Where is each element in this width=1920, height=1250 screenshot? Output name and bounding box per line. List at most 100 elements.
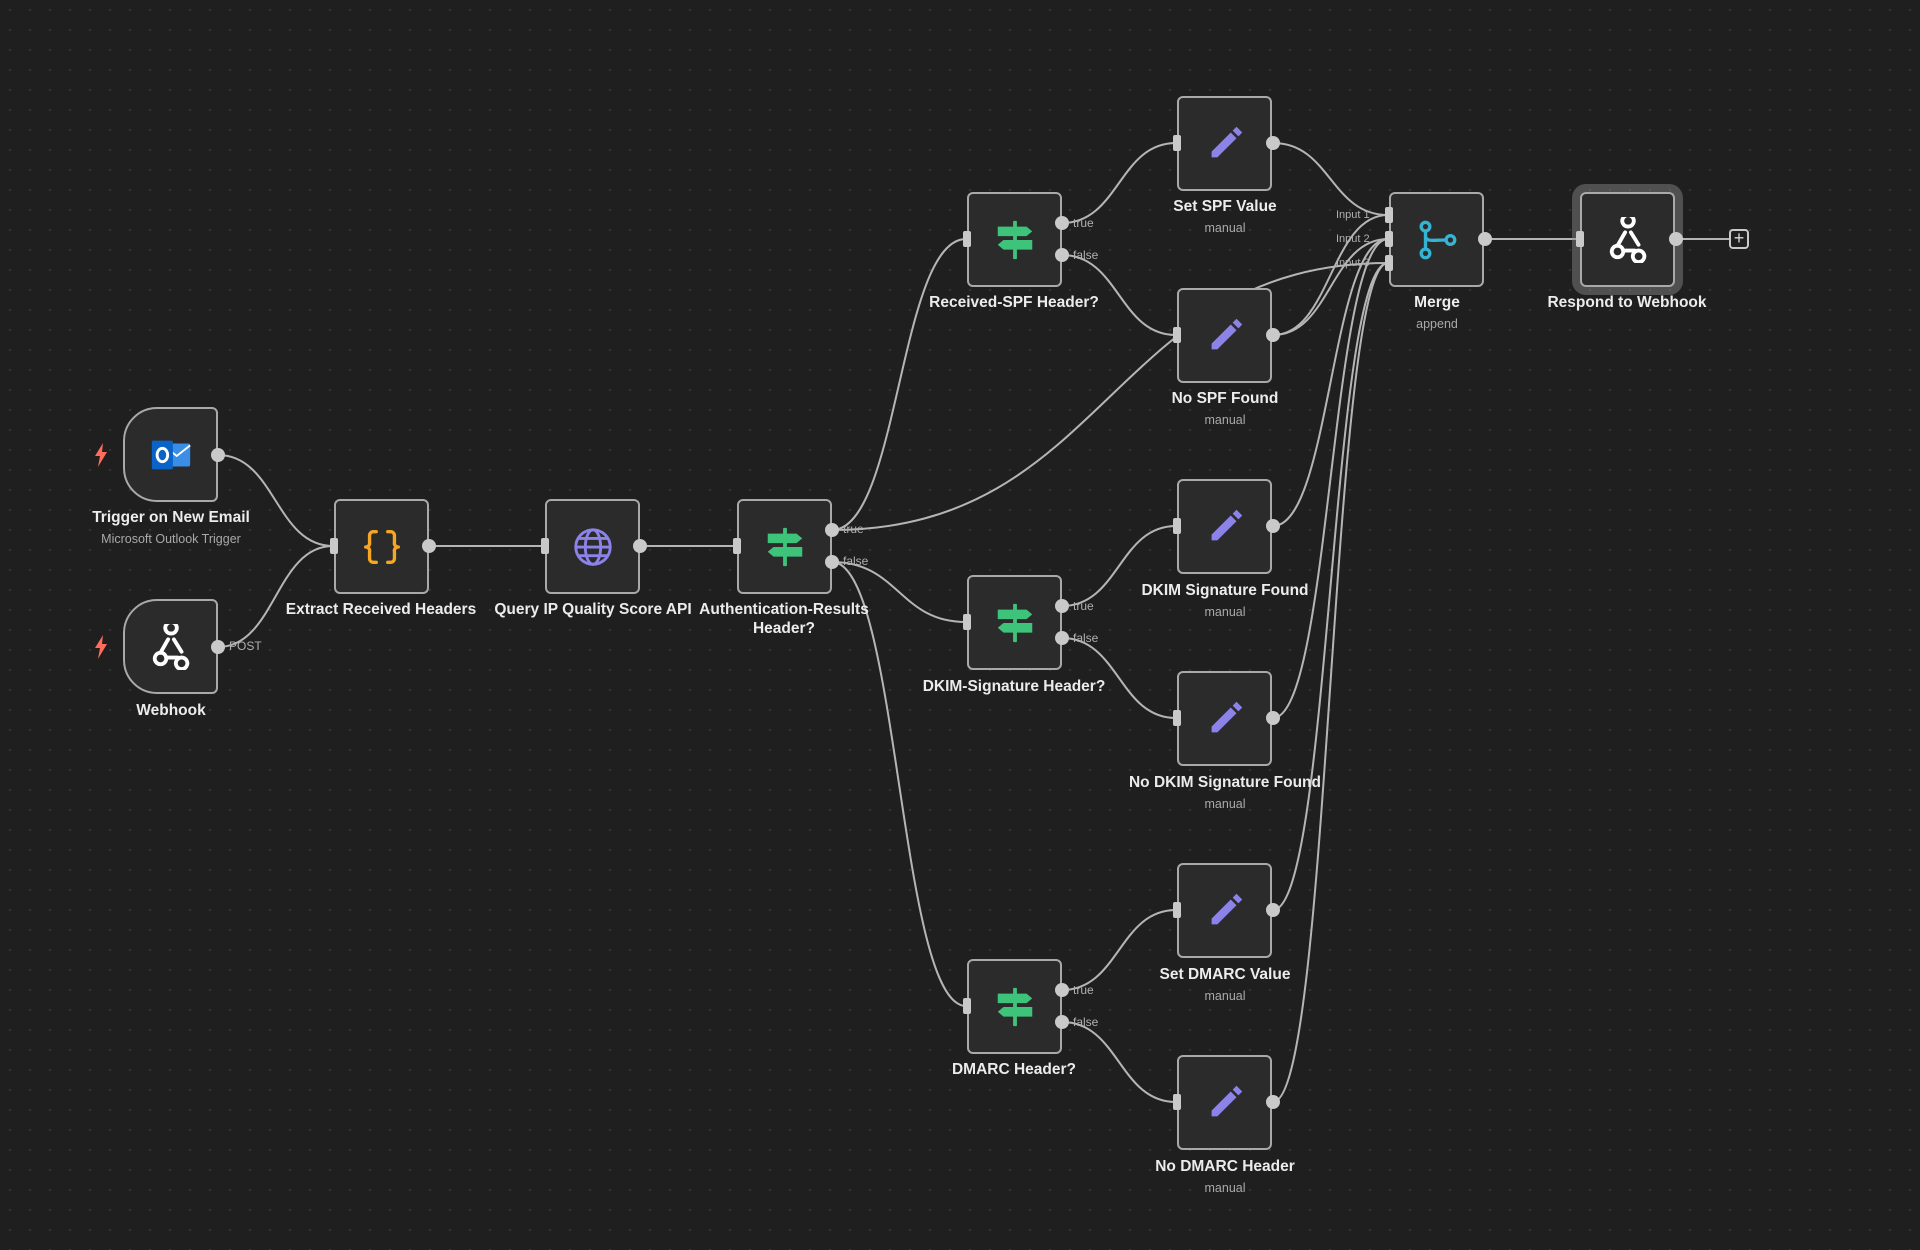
output-port[interactable] [1266,903,1280,917]
false-output-port[interactable] [825,555,839,569]
connection-line[interactable] [831,238,967,531]
node-label: Received-SPF Header? [929,294,1099,311]
outlook-icon [151,440,191,469]
node-label: No SPF Found [1171,390,1279,407]
true-branch-label: true [843,522,864,536]
node-no-spf-found[interactable] [1177,288,1272,383]
input-port[interactable] [1173,135,1181,151]
false-branch-label: false [843,554,869,568]
node-subtitle: append [1416,317,1458,331]
node-dkim-signature-header[interactable] [967,575,1062,670]
pencil-icon [1211,318,1242,349]
input-port[interactable] [1173,518,1181,534]
true-output-port[interactable] [825,523,839,537]
node-respond-to-webhook[interactable] [1580,192,1675,287]
true-branch-label: true [1073,599,1094,613]
node-label: DKIM Signature Found [1141,582,1309,599]
signpost-icon [997,987,1032,1026]
node-webhook[interactable] [123,599,218,694]
node-merge[interactable] [1389,192,1484,287]
true-output-port[interactable] [1055,983,1069,997]
true-branch-label: true [1073,216,1094,230]
pencil-icon [1211,1085,1242,1116]
connection-line[interactable] [217,545,334,648]
input-port[interactable] [1173,327,1181,343]
node-no-dmarc-header[interactable] [1177,1055,1272,1150]
globe-icon [573,527,612,566]
signpost-icon [997,603,1032,642]
input-port[interactable] [1173,902,1181,918]
node-label: Set SPF Value [1173,198,1277,215]
output-port[interactable] [1266,328,1280,342]
output-port[interactable] [1669,232,1683,246]
signpost-icon [997,220,1032,259]
node-query-ip-quality-score-api[interactable] [545,499,640,594]
input-port[interactable] [1576,231,1584,247]
output-port[interactable] [1266,1095,1280,1109]
node-received-spf-header[interactable] [967,192,1062,287]
node-label: Respond to Webhook [1547,294,1707,311]
node-dmarc-header[interactable] [967,959,1062,1054]
merge-input-label: Input 1 [1336,209,1370,221]
node-extract-received-headers[interactable] [334,499,429,594]
input-port[interactable] [733,538,741,554]
pencil-icon [1211,701,1242,732]
pencil-icon [1211,509,1242,540]
output-port[interactable] [1478,232,1492,246]
merge-input-1-port[interactable] [1385,207,1393,223]
pencil-icon [1211,126,1242,157]
node-label: No DKIM Signature Found [1128,774,1321,791]
node-dkim-signature-found[interactable] [1177,479,1272,574]
node-label: DKIM-Signature Header? [922,678,1106,695]
webhook-icon [1609,216,1646,263]
input-port[interactable] [963,614,971,630]
input-port[interactable] [963,998,971,1014]
node-no-dkim-signature-found[interactable] [1177,671,1272,766]
merge-input-label: Input 3 [1336,257,1370,269]
input-port[interactable] [1173,710,1181,726]
false-output-port[interactable] [1055,248,1069,262]
output-port[interactable] [1266,519,1280,533]
merge-input-2-port[interactable] [1385,231,1393,247]
pencil-icon [1211,893,1242,924]
code-braces-icon [363,529,400,564]
input-port[interactable] [541,538,549,554]
node-subtitle: manual [1204,413,1246,427]
output-port[interactable] [211,640,225,654]
false-branch-label: false [1073,1015,1099,1029]
node-subtitle: manual [1204,605,1246,619]
node-set-spf-value[interactable] [1177,96,1272,191]
node-label: Authentication-Results Header? [699,601,869,637]
true-branch-label: true [1073,983,1094,997]
false-output-port[interactable] [1055,1015,1069,1029]
input-port[interactable] [963,231,971,247]
node-subtitle: manual [1204,221,1246,235]
node-trigger-on-new-email[interactable] [123,407,218,502]
port-label: POST [229,639,262,653]
input-port[interactable] [330,538,338,554]
output-port[interactable] [1266,136,1280,150]
node-label: Extract Received Headers [285,601,477,618]
connection-line[interactable] [1272,238,1389,527]
node-label: Query IP Quality Score API [494,601,692,618]
node-set-dmarc-value[interactable] [1177,863,1272,958]
node-label: No DMARC Header [1155,1158,1295,1175]
true-output-port[interactable] [1055,216,1069,230]
node-subtitle: Microsoft Outlook Trigger [101,532,241,546]
merge-input-3-port[interactable] [1385,255,1393,271]
output-port[interactable] [633,539,647,553]
output-port[interactable] [422,539,436,553]
input-port[interactable] [1173,1094,1181,1110]
add-node-button[interactable]: + [1729,229,1749,249]
false-output-port[interactable] [1055,631,1069,645]
node-label: Webhook [136,702,206,719]
node-label: Merge [1414,294,1460,311]
false-branch-label: false [1073,631,1099,645]
true-output-port[interactable] [1055,599,1069,613]
node-label: DMARC Header? [951,1061,1076,1078]
output-port[interactable] [1266,711,1280,725]
merge-input-label: Input 2 [1336,233,1370,245]
output-port[interactable] [211,448,225,462]
node-authentication-results-header[interactable] [737,499,832,594]
